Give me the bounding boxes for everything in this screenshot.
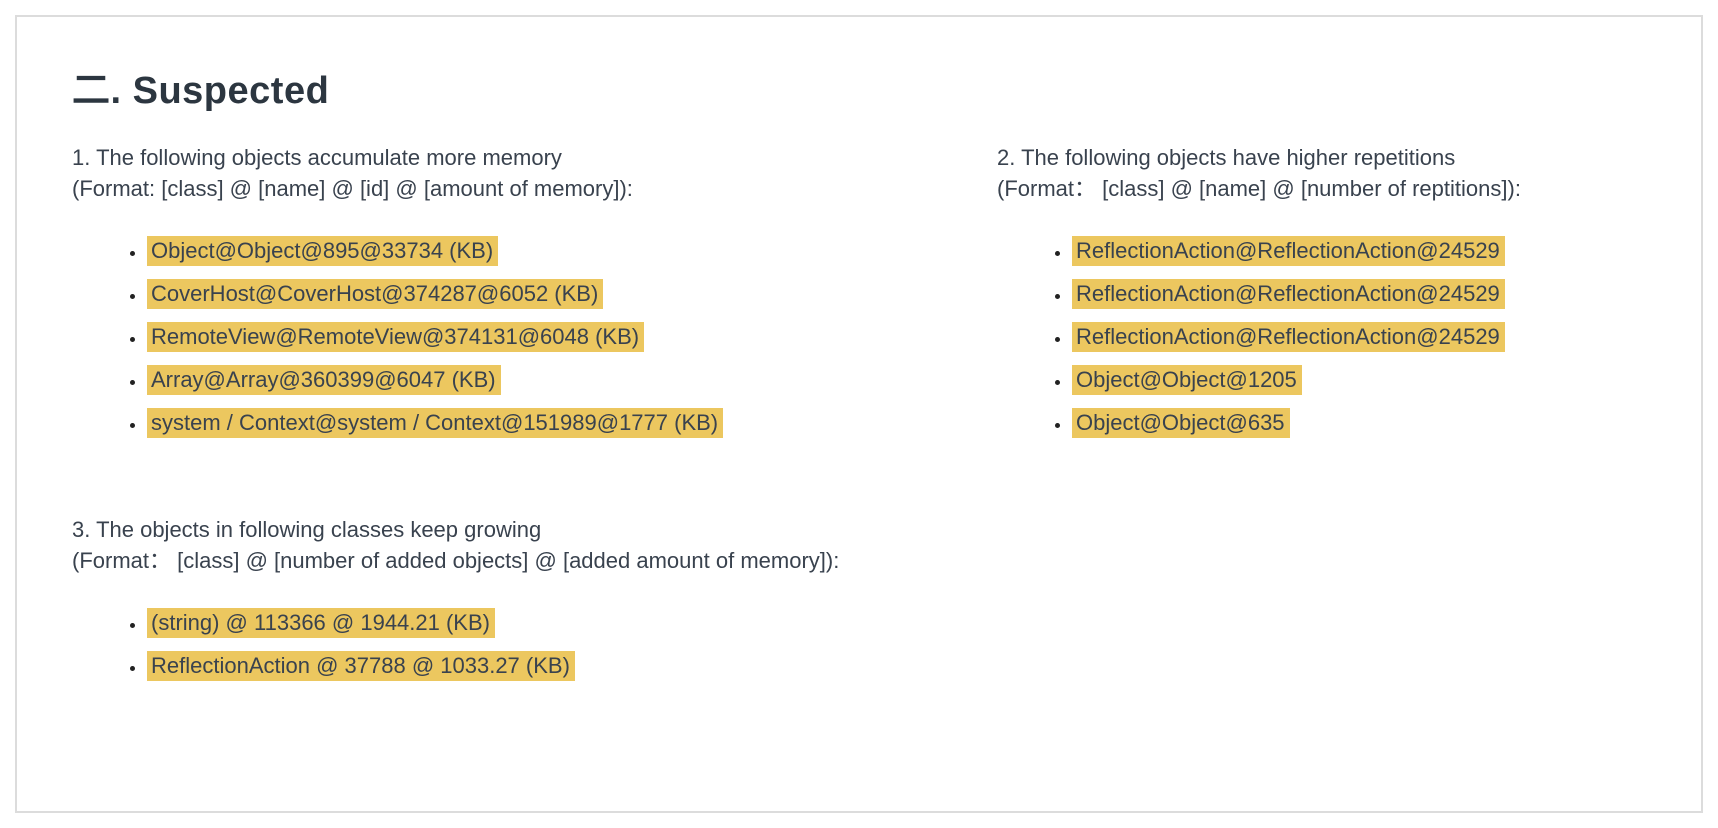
- highlighted-value: Object@Object@635: [1072, 408, 1290, 438]
- repetition-objects-list: ReflectionAction@ReflectionAction@24529 …: [997, 236, 1657, 438]
- growing-classes-list: (string) @ 113366 @ 1944.21 (KB) Reflect…: [72, 608, 932, 681]
- list-item: (string) @ 113366 @ 1944.21 (KB): [147, 608, 932, 638]
- list-item: system / Context@system / Context@151989…: [147, 408, 912, 438]
- highlighted-value: ReflectionAction@ReflectionAction@24529: [1072, 279, 1505, 309]
- highlighted-value: ReflectionAction@ReflectionAction@24529: [1072, 236, 1505, 266]
- list-item: CoverHost@CoverHost@374287@6052 (KB): [147, 279, 912, 309]
- highlighted-value: (string) @ 113366 @ 1944.21 (KB): [147, 608, 495, 638]
- highlighted-value: RemoteView@RemoteView@374131@6048 (KB): [147, 322, 645, 352]
- highlighted-value: ReflectionAction@ReflectionAction@24529: [1072, 322, 1505, 352]
- list-item: ReflectionAction@ReflectionAction@24529: [1072, 279, 1657, 309]
- highlighted-value: CoverHost@CoverHost@374287@6052 (KB): [147, 279, 604, 309]
- list-item: Object@Object@1205: [1072, 365, 1657, 395]
- list-item: ReflectionAction@ReflectionAction@24529: [1072, 322, 1657, 352]
- list-item: Object@Object@635: [1072, 408, 1657, 438]
- section-1-title-line2: (Format: [class] @ [name] @ [id] @ [amou…: [72, 176, 633, 201]
- list-item: ReflectionAction @ 37788 @ 1033.27 (KB): [147, 651, 932, 681]
- section-growing-classes: 3. The objects in following classes keep…: [72, 514, 932, 694]
- section-accumulate-memory: 1. The following objects accumulate more…: [72, 142, 912, 451]
- section-higher-repetitions: 2. The following objects have higher rep…: [997, 142, 1657, 451]
- page-title: 二. Suspected: [72, 70, 330, 112]
- highlighted-value: Array@Array@360399@6047 (KB): [147, 365, 501, 395]
- list-item: Object@Object@895@33734 (KB): [147, 236, 912, 266]
- section-3-title-line2: (Format： [class] @ [number of added obje…: [72, 548, 840, 573]
- section-2-title-line2: (Format： [class] @ [name] @ [number of r…: [997, 176, 1521, 201]
- highlighted-value: ReflectionAction @ 37788 @ 1033.27 (KB): [147, 651, 575, 681]
- section-3-title: 3. The objects in following classes keep…: [72, 514, 932, 576]
- list-item: Array@Array@360399@6047 (KB): [147, 365, 912, 395]
- list-item: ReflectionAction@ReflectionAction@24529: [1072, 236, 1657, 266]
- highlighted-value: Object@Object@1205: [1072, 365, 1302, 395]
- section-1-title: 1. The following objects accumulate more…: [72, 142, 912, 204]
- highlighted-value: Object@Object@895@33734 (KB): [147, 236, 499, 266]
- section-2-title: 2. The following objects have higher rep…: [997, 142, 1657, 204]
- section-2-title-line1: 2. The following objects have higher rep…: [997, 145, 1456, 170]
- section-3-title-line1: 3. The objects in following classes keep…: [72, 517, 542, 542]
- list-item: RemoteView@RemoteView@374131@6048 (KB): [147, 322, 912, 352]
- memory-objects-list: Object@Object@895@33734 (KB) CoverHost@C…: [72, 236, 912, 438]
- highlighted-value: system / Context@system / Context@151989…: [147, 408, 724, 438]
- section-1-title-line1: 1. The following objects accumulate more…: [72, 145, 562, 170]
- report-card: 二. Suspected 1. The following objects ac…: [15, 15, 1703, 813]
